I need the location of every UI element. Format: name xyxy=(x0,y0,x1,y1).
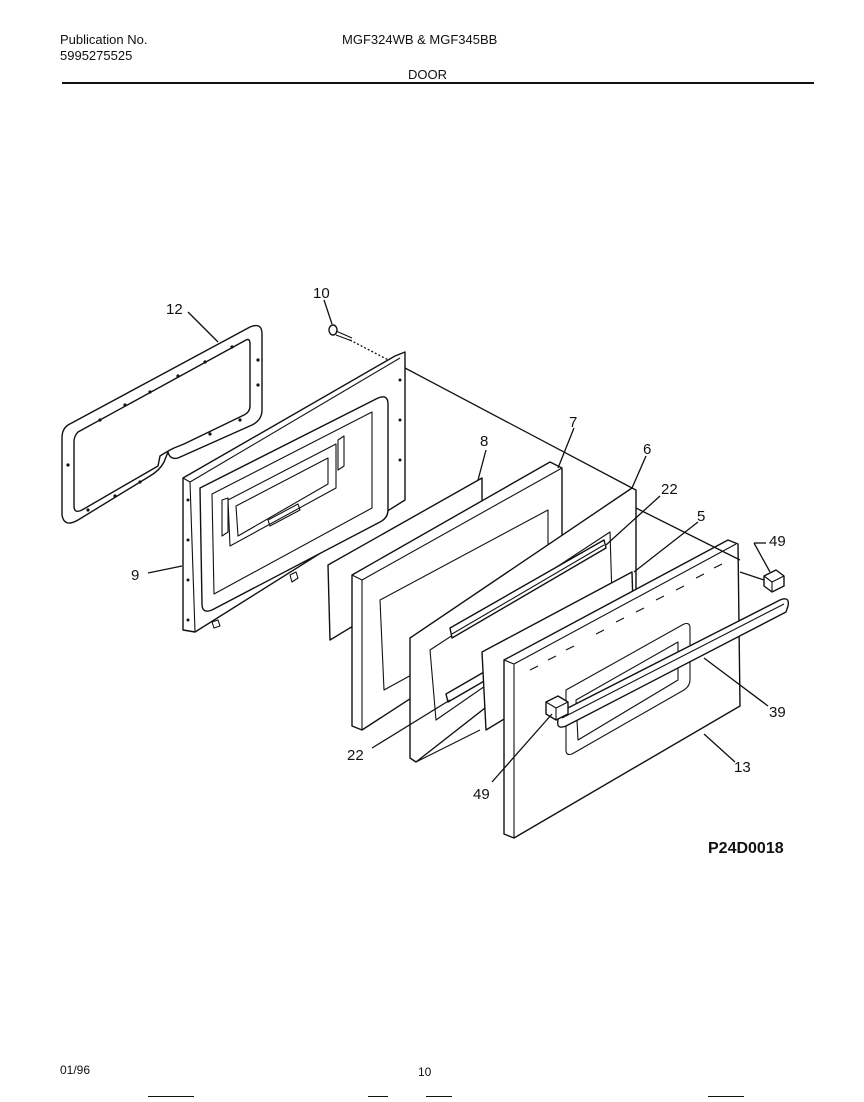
callout-5: 5 xyxy=(697,508,705,525)
vent-slots xyxy=(529,563,723,671)
callout-39: 39 xyxy=(769,704,786,721)
footer-mark-1 xyxy=(148,1096,194,1097)
callout-9: 9 xyxy=(131,567,139,584)
screw-part-10 xyxy=(328,324,399,366)
callout-10: 10 xyxy=(313,285,330,302)
callout-49-bottom: 49 xyxy=(473,786,490,803)
door-liner-part-9 xyxy=(182,351,406,633)
callout-6: 6 xyxy=(643,441,651,458)
publication-label: Publication No. xyxy=(60,32,148,47)
header-rule xyxy=(62,82,814,84)
handle-part-39 xyxy=(556,598,790,728)
callout-13: 13 xyxy=(734,759,751,776)
leader-lines xyxy=(147,299,771,783)
model-numbers: MGF324WB & MGF345BB xyxy=(342,32,498,47)
footer-date: 01/96 xyxy=(60,1063,91,1077)
callout-12: 12 xyxy=(166,301,183,318)
callout-22-bottom: 22 xyxy=(347,747,364,764)
diagram-code: P24D0018 xyxy=(708,840,784,857)
handle-cap-part-49 xyxy=(545,569,785,721)
footer-mark-3 xyxy=(426,1096,452,1097)
gasket-part-12 xyxy=(61,324,263,524)
publication-number: 5995275525 xyxy=(60,48,133,63)
assembly-lines xyxy=(404,367,765,581)
footer-mark-2 xyxy=(368,1096,388,1097)
callout-49-right: 49 xyxy=(769,533,786,550)
page-number: 10 xyxy=(418,1065,432,1079)
section-title: DOOR xyxy=(408,67,447,82)
footer-mark-4 xyxy=(708,1096,744,1097)
callout-22-top: 22 xyxy=(661,481,678,498)
glass-channel-part-22 xyxy=(445,539,607,703)
callout-7: 7 xyxy=(569,414,577,431)
callout-8: 8 xyxy=(480,433,488,450)
